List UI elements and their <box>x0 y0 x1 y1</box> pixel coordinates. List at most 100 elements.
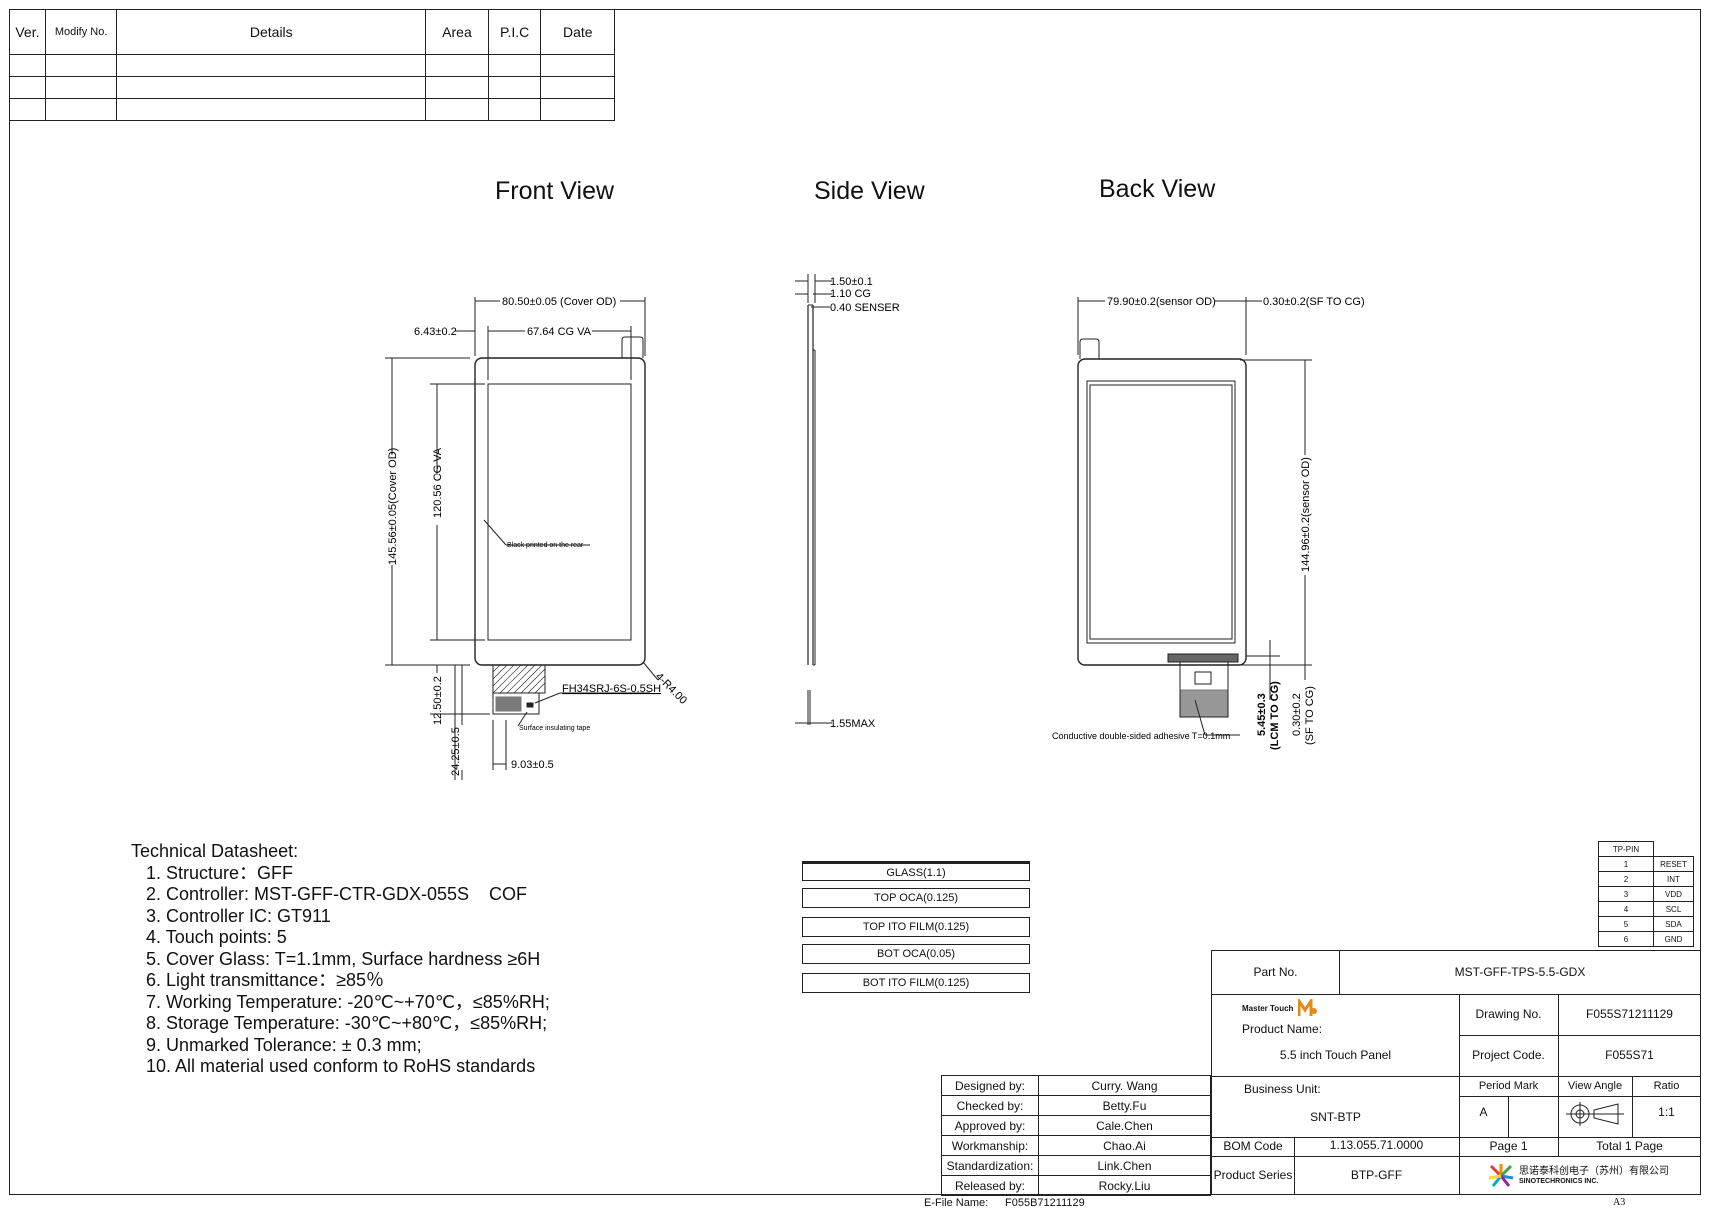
table-row: Designed by:Curry. Wang <box>941 1075 1211 1096</box>
layer-bot-ito: BOT ITO FILM(0.125) <box>802 973 1030 993</box>
total-pages: Total 1 Page <box>1558 1137 1701 1157</box>
product-series-label: Product Series <box>1212 1156 1295 1194</box>
dim-cg-va-width: 67.64 CG VA <box>527 326 592 338</box>
business-unit-value: SNT-BTP <box>1310 1110 1361 1124</box>
tech-title: Technical Datasheet: <box>131 841 299 861</box>
front-view <box>385 297 659 780</box>
table-row <box>9 54 615 77</box>
dim-cover-od-height: 145.56±0.05(Cover OD) <box>387 448 399 565</box>
sheet-size: A3 <box>1613 1197 1626 1208</box>
back-lcm-inner <box>1089 384 1233 640</box>
revision-table: Ver. Modify No. Details Area P.I.C Date <box>9 9 615 121</box>
table-row <box>9 76 615 99</box>
title-block: Part No. MST-GFF-TPS-5.5-GDX Master Touc… <box>1211 950 1701 1195</box>
tp-pin-header: TP-PIN <box>1598 841 1654 857</box>
side-view <box>795 274 832 725</box>
back-tab <box>1079 338 1100 359</box>
dim-sensor-od-height: 144.96±0.2(sensor OD) <box>1300 457 1312 572</box>
front-connector <box>492 692 540 715</box>
table-row: Standardization:Link.Chen <box>941 1155 1211 1176</box>
dim-fpc-total: 24.25±0.5 <box>450 727 462 776</box>
company-block: 思诺泰科创电子（苏州）有限公司 SINOTECHRONICS INC. <box>1459 1156 1701 1194</box>
company-name-en: SINOTECHRONICS INC. <box>1519 1178 1599 1185</box>
back-view <box>1077 297 1312 736</box>
company-name-cn: 思诺泰科创电子（苏州）有限公司 <box>1519 1166 1669 1177</box>
dim-side-max: 1.55MAX <box>830 718 876 730</box>
dim-sf-to-cg-label: (SF TO CG) <box>1304 686 1316 745</box>
back-lcm-outer <box>1086 380 1236 644</box>
product-name-block: Master Touch Product Name: 5.5 inch Touc… <box>1212 994 1460 1077</box>
list-item: 2. Controller: MST-GFF-CTR-GDX-055S COF <box>146 884 528 904</box>
front-cover-outline <box>474 357 646 666</box>
table-row: Released by:Rocky.Liu <box>941 1175 1211 1196</box>
product-name-label: Product Name: <box>1242 1022 1323 1036</box>
back-cover-outline <box>1077 358 1247 666</box>
efile-label: E-File Name: <box>924 1197 989 1209</box>
dim-side-total: 1.50±0.1 <box>830 276 873 288</box>
view-angle-symbol-icon <box>1558 1096 1633 1138</box>
table-row: Approved by:Cale.Chen <box>941 1115 1211 1136</box>
ratio-label: Ratio <box>1632 1076 1701 1097</box>
period-mark-blank <box>1508 1096 1559 1138</box>
table-row <box>9 98 615 121</box>
list-item: 8. Storage Temperature: -30℃~+80℃，≤85%RH… <box>146 1013 548 1033</box>
product-series-value: BTP-GFF <box>1294 1156 1460 1194</box>
front-fpc-hatch <box>492 664 546 694</box>
list-item: 10. All material used conform to RoHS st… <box>146 1056 536 1076</box>
rev-header-details: Details <box>116 9 427 55</box>
connector-label: FH34SRJ-6S-0.5SH <box>562 683 661 695</box>
dim-left-offset: 6.43±0.2 <box>414 326 457 338</box>
back-fpc-bond <box>1167 653 1239 663</box>
product-name-value: 5.5 inch Touch Panel <box>1279 1048 1392 1062</box>
period-mark-label: Period Mark <box>1459 1076 1559 1097</box>
part-no-value: MST-GFF-TPS-5.5-GDX <box>1339 951 1701 995</box>
dim-sensor-od-width: 79.90±0.2(sensor OD) <box>1107 296 1216 308</box>
table-row: Workmanship:Chao.Ai <box>941 1135 1211 1156</box>
list-item: 7. Working Temperature: -20℃~+70℃，≤85%RH… <box>146 991 550 1012</box>
list-item: 6. Light transmittance：≥85％ <box>146 970 384 990</box>
dim-lcm-to-cg-value: 5.45±0.3 <box>1256 693 1268 736</box>
efile-value: F055B71211129 <box>1005 1197 1085 1209</box>
dim-side-cg: 1.10 CG <box>830 288 871 300</box>
front-tab <box>621 336 644 358</box>
dim-lcm-to-cg-label: (LCM TO CG) <box>1269 681 1281 750</box>
drawing-no-label: Drawing No. <box>1459 994 1559 1036</box>
drawing-no-value: F055S71211129 <box>1558 994 1701 1036</box>
layer-top-oca: TOP OCA(0.125) <box>802 888 1030 908</box>
drawing-frame <box>9 9 1701 1195</box>
layer-bot-oca: BOT OCA(0.05) <box>802 944 1030 964</box>
dim-fpc-width: 9.03±0.5 <box>511 759 554 771</box>
table-row: Checked by:Betty.Fu <box>941 1095 1211 1116</box>
list-item: 9. Unmarked Tolerance: ± 0.3 mm; <box>146 1034 422 1055</box>
list-item: 1. Structure：GFF <box>146 862 294 883</box>
list-item: 3. Controller IC: GT911 <box>146 905 331 926</box>
ratio-value: 1:1 <box>1632 1096 1701 1138</box>
dim-side-senser: 0.40 SENSER <box>830 302 900 314</box>
project-code-value: F055S71 <box>1558 1035 1701 1077</box>
insulating-tape-note: Surface insulating tape <box>519 725 590 732</box>
period-mark-value: A <box>1459 1096 1509 1138</box>
dim-cover-od-width: 80.50±0.05 (Cover OD) <box>502 296 616 308</box>
rev-header-modify-no: Modify No. <box>44 9 118 55</box>
front-va-rect <box>487 383 632 641</box>
part-no-label: Part No. <box>1212 951 1340 995</box>
project-code-label: Project Code. <box>1459 1035 1559 1077</box>
dim-sf-to-cg-value: 0.30±0.2 <box>1291 693 1303 736</box>
layer-top-ito: TOP ITO FILM(0.125) <box>802 917 1030 937</box>
master-touch-logo-icon <box>1297 996 1318 1017</box>
logo-text: Master Touch <box>1242 1004 1294 1013</box>
business-unit-block: Business Unit: SNT-BTP <box>1212 1076 1460 1138</box>
bom-code-value: 1.13.055.71.0000 <box>1294 1137 1460 1157</box>
black-print-note: Black printed on the rear <box>507 542 584 549</box>
layer-glass: GLASS(1.1) <box>802 861 1030 881</box>
list-item: 5. Cover Glass: T=1.1mm, Surface hardnes… <box>146 948 541 969</box>
business-unit-label: Business Unit: <box>1244 1082 1321 1096</box>
side-view-title: Side View <box>814 177 925 205</box>
